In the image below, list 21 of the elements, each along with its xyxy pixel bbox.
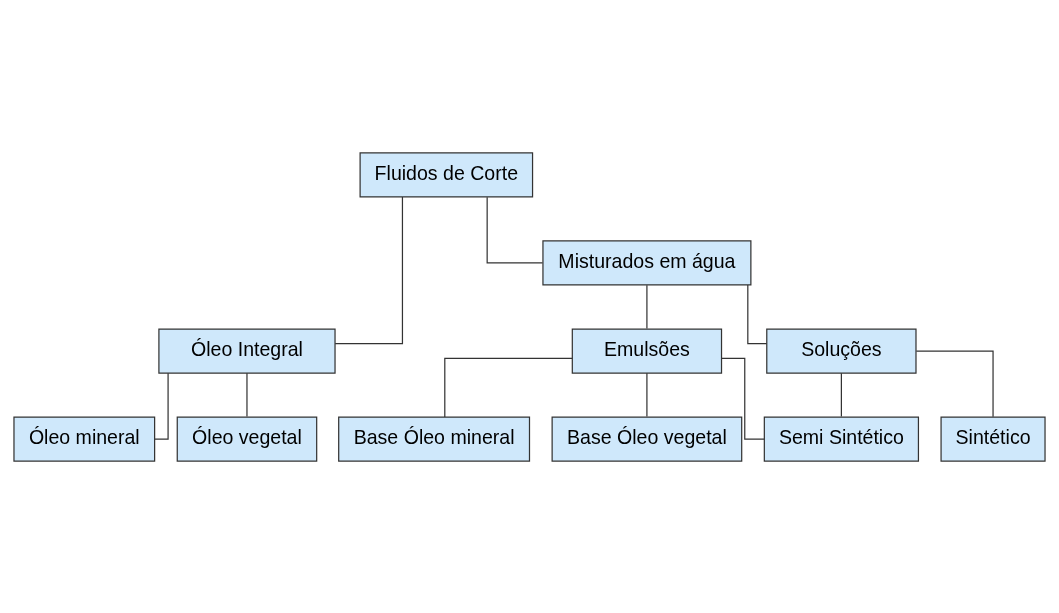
connector — [246, 372, 248, 417]
node-box: Base Óleo vegetal — [551, 415, 743, 462]
connector — [444, 357, 573, 418]
node-box: Óleo vegetal — [176, 415, 318, 462]
connector — [840, 372, 842, 417]
node-box: Fluidos de Corte — [359, 151, 534, 198]
connector — [486, 196, 544, 264]
node-box: Base Óleo mineral — [338, 415, 531, 462]
connector — [747, 283, 768, 344]
node-box: Soluções — [766, 327, 917, 374]
node-box: Misturados em água — [542, 239, 752, 286]
node-box: Óleo mineral — [13, 415, 156, 462]
connector — [720, 357, 765, 440]
node-box: Sintético — [940, 415, 1046, 462]
node-box: Semi Sintético — [763, 415, 920, 462]
connector — [334, 195, 404, 344]
node-box: Emulsões — [571, 327, 723, 374]
connector — [915, 349, 994, 417]
connector — [646, 284, 648, 329]
connector — [646, 372, 648, 417]
node-box: Óleo Integral — [158, 327, 336, 374]
